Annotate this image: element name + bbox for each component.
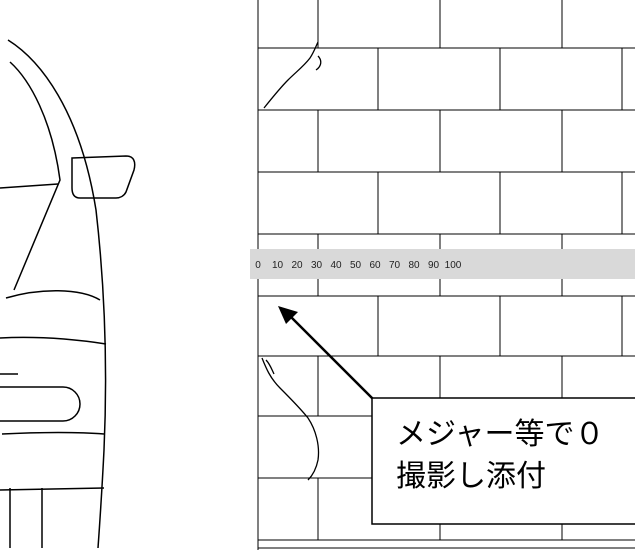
- car-roof-curve: [7, 39, 107, 549]
- car-hood-line: [5, 290, 101, 301]
- ruler-tick-label: 70: [389, 260, 401, 271]
- crack-lower: [261, 357, 320, 481]
- ruler-tick-label: 90: [428, 260, 440, 271]
- arrowhead: [278, 306, 298, 324]
- car-a-pillar: [0, 183, 59, 189]
- ruler-tick-label: 50: [350, 260, 362, 271]
- car-fog-light: [0, 386, 81, 422]
- ruler-tick-label: 0: [255, 260, 261, 271]
- car-lower-edge: [0, 487, 105, 491]
- ruler-tick-label: 60: [369, 260, 381, 271]
- crack-upper-branch: [315, 55, 322, 71]
- crack-upper: [263, 41, 319, 109]
- pointer-arrow: [278, 306, 377, 403]
- ruler-tick-label: 20: [291, 260, 303, 271]
- callout-box: [371, 397, 635, 525]
- wall-cracks: [261, 41, 322, 481]
- ruler-tick-label: 40: [330, 260, 342, 271]
- side-mirror: [71, 155, 136, 199]
- ruler-tick-label: 80: [408, 260, 420, 271]
- ruler-tick-label: 30: [311, 260, 323, 271]
- ruler-tick-label: 100: [445, 260, 462, 271]
- car-outline: [0, 39, 107, 549]
- crack-lower-branch: [265, 359, 275, 375]
- car-front-panel: [1, 431, 105, 435]
- measuring-tape-bar: [250, 249, 635, 279]
- ruler-tick-label: 10: [272, 260, 284, 271]
- car-bumper-line: [0, 336, 107, 345]
- car-windshield-frame: [9, 61, 61, 291]
- measuring-tape: 0 10 20 30 40 50 60 70 80 90 100: [250, 249, 635, 279]
